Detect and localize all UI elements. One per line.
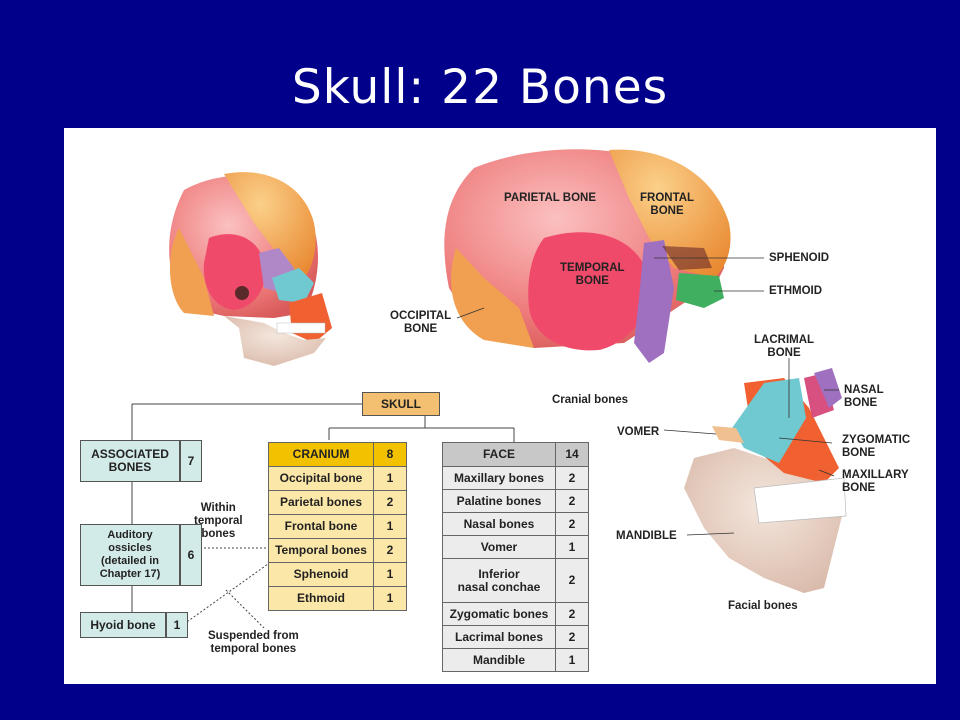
bone-name: Nasal bones bbox=[442, 512, 556, 536]
label-vomer: VOMER bbox=[617, 426, 660, 438]
label-nasal-bone: NASAL BONE bbox=[844, 384, 884, 409]
cranium-total: 8 bbox=[373, 442, 407, 467]
hyoid-bone-box: Hyoid bone bbox=[80, 612, 166, 638]
bone-count: 1 bbox=[373, 586, 407, 611]
cranium-header-row: CRANIUM 8 bbox=[268, 442, 407, 467]
lateral-skull-illustration bbox=[169, 172, 332, 366]
bone-count: 2 bbox=[555, 512, 589, 536]
bone-name: Occipital bone bbox=[268, 466, 374, 491]
caption-cranial-bones: Cranial bones bbox=[552, 394, 629, 406]
bone-count: 1 bbox=[373, 562, 407, 587]
bone-name: Parietal bones bbox=[268, 490, 374, 515]
hierarchy-connectors bbox=[131, 403, 515, 612]
label-frontal-bone: FRONTAL BONE bbox=[640, 192, 695, 217]
label-occipital-bone: OCCIPITAL BONE bbox=[390, 310, 452, 335]
bone-count: 2 bbox=[555, 625, 589, 649]
label-maxillary-bone: MAXILLARY BONE bbox=[842, 469, 909, 494]
label-pointer-lines bbox=[456, 257, 839, 536]
figure-panel: PARIETAL BONE FRONTAL BONE TEMPORAL BONE… bbox=[64, 128, 936, 684]
hyoid-bone-count: 1 bbox=[166, 612, 188, 638]
auditory-ossicles-box: Auditory ossicles (detailed in Chapter 1… bbox=[80, 524, 180, 586]
label-lacrimal-bone: LACRIMAL BONE bbox=[754, 334, 815, 359]
face-header: FACE bbox=[442, 442, 556, 467]
skull-illustrations bbox=[131, 149, 847, 629]
label-zygomatic-bone: ZYGOMATIC BONE bbox=[842, 434, 911, 459]
label-mandible: MANDIBLE bbox=[616, 530, 677, 542]
bone-name: Zygomatic bones bbox=[442, 602, 556, 626]
skull-box: SKULL bbox=[362, 392, 440, 416]
caption-facial-bones: Facial bones bbox=[728, 600, 798, 612]
bone-name: Sphenoid bbox=[268, 562, 374, 587]
teeth-row bbox=[753, 477, 847, 524]
label-temporal-bone: TEMPORAL BONE bbox=[560, 262, 625, 287]
bone-name: Maxillary bones bbox=[442, 466, 556, 490]
bone-count: 2 bbox=[555, 466, 589, 490]
bone-name: Temporal bones bbox=[268, 538, 374, 563]
bone-count: 2 bbox=[555, 602, 589, 626]
bone-count: 1 bbox=[555, 535, 589, 559]
label-sphenoid: SPHENOID bbox=[769, 252, 830, 264]
bone-count: 2 bbox=[555, 489, 589, 513]
associated-bones-count: 7 bbox=[180, 440, 202, 482]
bone-count: 2 bbox=[373, 490, 407, 515]
face-header-row: FACE 14 bbox=[442, 442, 589, 467]
label-ethmoid: ETHMOID bbox=[769, 285, 823, 297]
bone-name: Mandible bbox=[442, 648, 556, 672]
bone-count: 1 bbox=[555, 648, 589, 672]
note-within-temporal: Within temporal bones bbox=[194, 502, 243, 540]
bone-name: Vomer bbox=[442, 535, 556, 559]
bone-name: Ethmoid bbox=[268, 586, 374, 611]
auditory-ossicles-count: 6 bbox=[180, 524, 202, 586]
label-parietal-bone: PARIETAL BONE bbox=[504, 192, 597, 204]
face-total: 14 bbox=[555, 442, 589, 467]
bone-count: 1 bbox=[373, 466, 407, 491]
facial-bones-illustration bbox=[684, 368, 847, 593]
bone-count: 1 bbox=[373, 514, 407, 539]
bone-name: Lacrimal bones bbox=[442, 625, 556, 649]
cranium-header: CRANIUM bbox=[268, 442, 374, 467]
bone-name: Inferior nasal conchae bbox=[442, 558, 556, 603]
bone-name: Palatine bones bbox=[442, 489, 556, 513]
bone-count: 2 bbox=[373, 538, 407, 563]
slide-title: Skull: 22 Bones bbox=[291, 60, 669, 115]
associated-bones-box: ASSOCIATED BONES bbox=[80, 440, 180, 482]
note-suspended-from-temporal: Suspended from temporal bones bbox=[208, 630, 299, 655]
bone-name: Frontal bone bbox=[268, 514, 374, 539]
cranial-bones-illustration bbox=[444, 149, 731, 363]
bone-count: 2 bbox=[555, 558, 589, 603]
